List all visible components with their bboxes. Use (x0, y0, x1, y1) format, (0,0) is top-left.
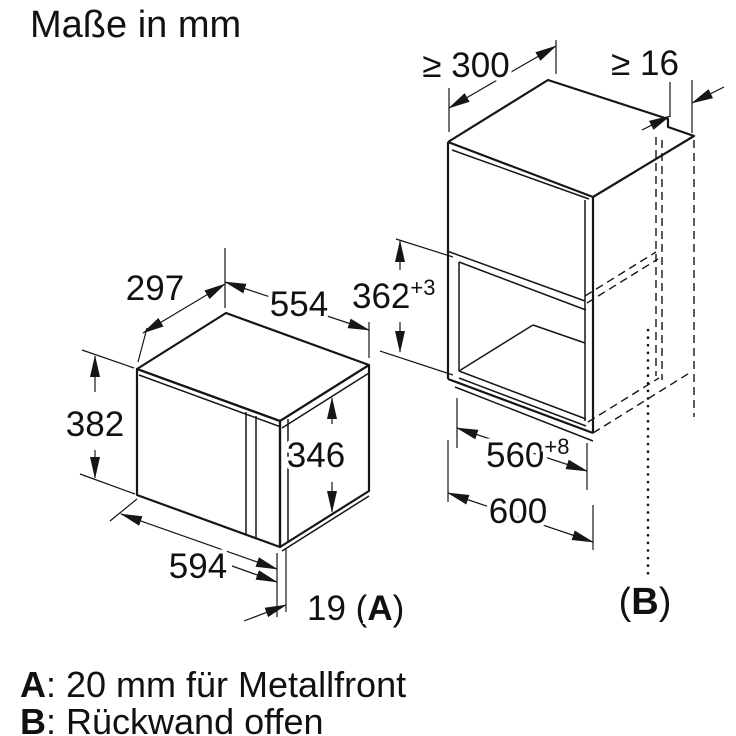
footnotes: A: 20 mm für Metallfront B: Rückwand off… (16, 660, 410, 736)
extension-line (395, 238, 454, 258)
appliance-door-details (138, 372, 370, 552)
cabinet-hidden-back-edges (584, 137, 695, 434)
cabinet-reference-label: (B) (619, 581, 672, 623)
appliance-body-width-label: 554 (270, 285, 328, 324)
note-b: B: Rückwand offen (20, 701, 324, 736)
appliance-front-height-label: 382 (66, 405, 124, 444)
cabinet-drawing: ≥ 300 ≥ 16 362+3 560+8 600 (B) (348, 40, 725, 627)
top-clearance-dim-arrow (448, 45, 557, 109)
page-title: Maße in mm (30, 4, 241, 46)
side-clearance-label: ≥ 16 (611, 44, 679, 83)
appliance-dimension-lines (79, 248, 370, 622)
extension-line (109, 498, 138, 522)
niche-height-label: 362+3 (352, 275, 436, 316)
appliance-drawing: 297 554 382 346 594 19 (A) (62, 248, 408, 632)
extension-line (81, 349, 135, 369)
cabinet-width-label: 600 (489, 492, 547, 531)
side-clearance-arrow-left (641, 115, 671, 131)
depth-dim-arrow (142, 283, 226, 334)
side-clearance-arrow-right (691, 86, 725, 104)
extension-line (137, 327, 148, 363)
door-depth-arrow-2 (243, 604, 287, 622)
niche-width-dim-arrow (456, 427, 588, 472)
door-depth-arrow-1 (231, 565, 278, 583)
appliance-door-depth-label: 19 (A) (307, 589, 404, 628)
body-width-dim-arrow (224, 281, 370, 331)
extension-line (379, 350, 454, 376)
appliance-depth-label: 297 (126, 269, 184, 308)
cabinet-dimension-lines (379, 40, 725, 550)
note-a: A: 20 mm für Metallfront (20, 664, 406, 705)
extension-line (79, 473, 136, 495)
appliance-outline (135, 311, 371, 549)
cabinet-width-dim-arrow (447, 492, 594, 543)
cabinet-details (446, 149, 594, 442)
top-clearance-label: ≥ 300 (422, 46, 509, 85)
appliance-front-width-label: 594 (169, 547, 227, 586)
niche-width-label: 560+8 (486, 434, 570, 475)
appliance-body-height-label: 346 (287, 436, 345, 475)
front-width-dim-arrow (120, 513, 278, 570)
